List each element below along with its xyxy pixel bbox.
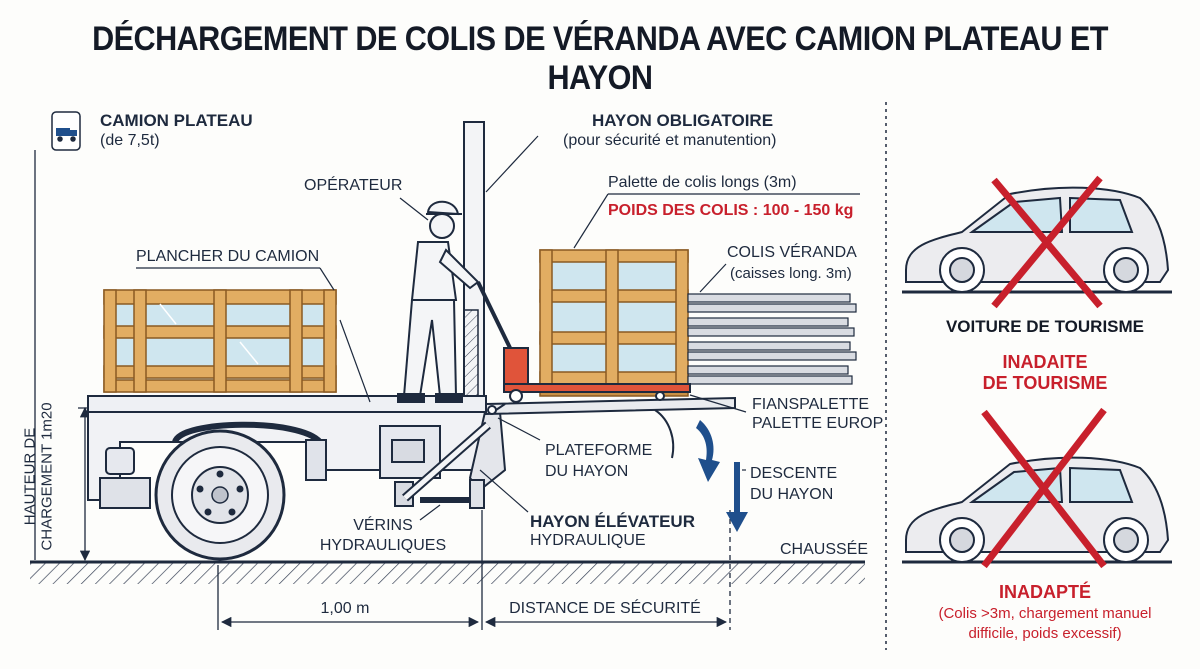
truck-type-label: CAMION PLATEAU: [100, 111, 253, 130]
tailgate-required-label: HAYON OBLIGATOIRE: [592, 111, 774, 130]
leader-lines: [136, 135, 860, 521]
platform-label-line-1: PLATEFORME: [545, 442, 653, 459]
lift-tailgate-note: HYDRAULIQUE: [530, 532, 646, 549]
loading-height-line-2: CHARGEMENT 1m20: [38, 402, 55, 551]
hydraulic-cylinders: [402, 411, 507, 509]
cylinders-label-line-1: VÉRINS: [353, 517, 413, 534]
dimension-safety-distance: DISTANCE DE SÉCURITÉ: [509, 600, 701, 617]
veranda-packages-label: COLIS VÉRANDA: [727, 244, 857, 261]
tailgate-required-note: (pour sécurité et manutention): [563, 132, 777, 149]
truck-wheel: [154, 429, 286, 561]
tailgate-mast: [463, 121, 485, 408]
operator-label: OPÉRATEUR: [304, 177, 403, 194]
descent-label-line-1: DESCENTE: [750, 465, 838, 482]
loading-height-label: HAUTEUR DE CHARGEMENT 1m20: [21, 402, 56, 552]
unsuitable-reason-line-2: difficile, poids excessif): [968, 625, 1122, 642]
passenger-car-bottom: [902, 407, 1172, 569]
passenger-car-label: VOITURE DE TOURISME: [945, 317, 1145, 336]
veranda-profiles: [687, 293, 857, 385]
passenger-car-top: [902, 175, 1172, 309]
veranda-packages-note: (caisses long. 3m): [730, 265, 852, 282]
descent-label-line-2: DU HAYON: [750, 486, 834, 503]
unsuitable-label-line-1: INADAITE: [1002, 352, 1088, 372]
truck-icon: [51, 111, 81, 151]
tailgate-platform: [485, 396, 736, 459]
pallet-jack: [476, 281, 691, 403]
loading-height-line-1: HAUTEUR DE: [21, 427, 39, 526]
unsuitable-reason-line-1: (Colis >3m, chargement manuel: [938, 605, 1152, 622]
pallet-crate: [539, 249, 689, 397]
page-title: DÉCHARGEMENT DE COLIS DE VÉRANDA AVEC CA…: [92, 20, 1108, 97]
platform-label-line-2: DU HAYON: [545, 463, 629, 480]
lift-tailgate-label: HAYON ÉLÉVATEUR: [530, 512, 695, 531]
dimension-one-meter: 1,00 m: [320, 600, 370, 617]
bottom-dimension-lines: [217, 510, 731, 630]
euro-pallet-label: PALETTE EUROP: [752, 415, 884, 432]
truck-body: [87, 395, 487, 509]
operator-figure: [397, 200, 480, 403]
pallet-truck-label: FIANSPALETTE: [752, 396, 870, 413]
cylinders-label-line-2: HYDRAULIQUES: [319, 537, 447, 554]
truck-weight-label: (de 7,5t): [100, 132, 160, 149]
crate-on-truck: [103, 289, 337, 393]
package-weight-label: POIDS DES COLIS : 100 - 150 kg: [608, 202, 854, 219]
road-label: CHAUSSÉE: [780, 541, 869, 558]
unsuitable-label-line-2: DE TOURISME: [982, 373, 1108, 393]
pallet-label: Palette de colis longs (3m): [608, 174, 797, 191]
road-ground: [30, 560, 865, 584]
descent-arrow: [696, 420, 748, 532]
truck-floor-label: PLANCHER DU CAMION: [136, 248, 320, 265]
unsuitable-heading: INADAPTÉ: [998, 582, 1091, 602]
